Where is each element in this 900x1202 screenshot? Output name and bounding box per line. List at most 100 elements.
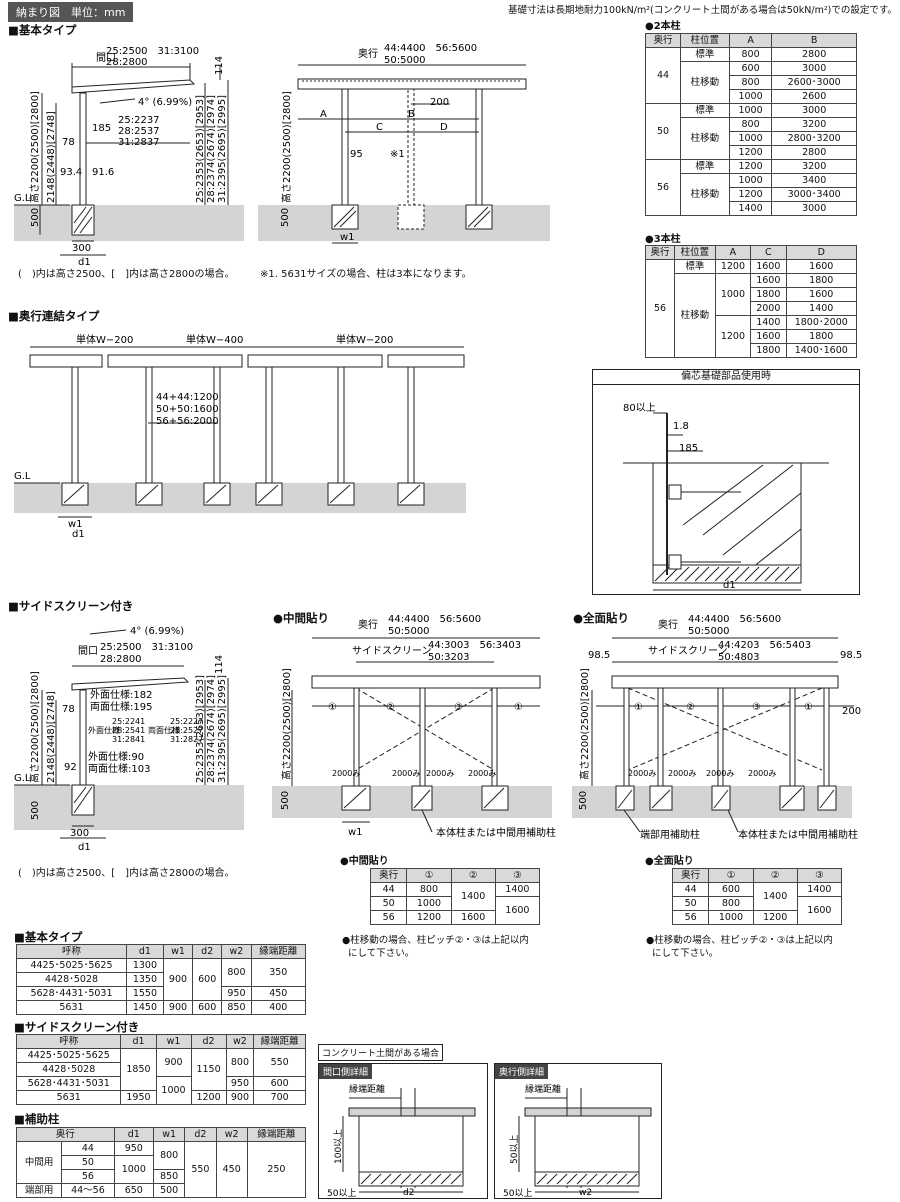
svg-text:高さ2200(2500)[2800]: 高さ2200(2500)[2800] — [280, 91, 293, 203]
svg-text:②: ② — [686, 702, 695, 713]
side-diagram: 4° (6.99%) 間口 25:2500 31:3100 28:2800 11… — [14, 626, 244, 853]
svg-text:28:2537: 28:2537 — [118, 126, 160, 137]
svg-text:①: ① — [514, 702, 523, 713]
svg-text:31:2837: 31:2837 — [118, 137, 160, 148]
svg-text:28:2800: 28:2800 — [100, 654, 142, 665]
svg-text:500: 500 — [280, 791, 291, 810]
svg-text:w2: w2 — [579, 1188, 592, 1198]
svg-text:d2: d2 — [403, 1188, 414, 1198]
svg-text:単体W−200: 単体W−200 — [76, 333, 133, 346]
svg-text:500: 500 — [30, 801, 41, 820]
svg-text:2000み: 2000み — [628, 769, 656, 778]
svg-text:28:2541: 28:2541 — [112, 726, 145, 735]
tbl-side-title: ■サイドスクリーン付き — [14, 1020, 140, 1034]
svg-text:サイドスクリーン: サイドスクリーン — [648, 645, 728, 657]
svg-text:サイドスクリーン: サイドスクリーン — [352, 645, 432, 657]
svg-text:D: D — [440, 122, 448, 133]
svg-text:2000み: 2000み — [668, 769, 696, 778]
svg-text:200: 200 — [842, 706, 861, 717]
offset-title: 偏芯基礎部品使用時 — [593, 370, 859, 385]
concrete-left-diagram: 縁端距離 100以上 50以上 d2 — [327, 1083, 476, 1199]
tbl-basic-title: ■基本タイプ — [14, 930, 83, 944]
svg-text:25:2237: 25:2237 — [118, 115, 160, 126]
front-post-left — [341, 88, 349, 206]
svg-text:高さ2200(2500)[2800]: 高さ2200(2500)[2800] — [28, 91, 41, 203]
svg-text:本体柱または中間用補助柱: 本体柱または中間用補助柱 — [436, 826, 556, 839]
concrete-left-box: 間口側詳細 縁端距離 100以上 50以上 d2 — [318, 1063, 488, 1199]
svg-text:31:2827: 31:2827 — [170, 735, 203, 744]
svg-text:①: ① — [328, 702, 337, 713]
svg-text:50:3203: 50:3203 — [428, 652, 470, 663]
svg-text:高さ2200(2500)[2800]: 高さ2200(2500)[2800] — [28, 671, 41, 783]
svg-text:③: ③ — [752, 702, 761, 713]
svg-text:奥行: 奥行 — [658, 618, 678, 631]
svg-text:50以上: 50以上 — [503, 1188, 532, 1198]
svg-text:44:4400 56:5600: 44:4400 56:5600 — [688, 614, 781, 625]
svg-text:A: A — [320, 109, 327, 120]
svg-text:2000み: 2000み — [426, 769, 454, 778]
svg-text:本体柱または中間用補助柱: 本体柱または中間用補助柱 — [738, 828, 858, 841]
svg-text:G.L: G.L — [14, 193, 31, 204]
svg-text:500: 500 — [280, 208, 291, 227]
svg-text:外面仕様: 外面仕様 — [88, 725, 120, 735]
svg-text:500: 500 — [30, 208, 41, 227]
full-table-title: ●全面貼り — [645, 856, 694, 867]
svg-text:92: 92 — [64, 762, 77, 773]
offset-box: 偏芯基礎部品使用時 80以上 1.8 185 d1 — [592, 369, 860, 595]
svg-text:28:2374(2674)[2974]: 28:2374(2674)[2974] — [206, 95, 217, 203]
side-post — [79, 92, 87, 206]
full-diagram: 奥行 44:4400 56:5600 50:5000 サイドスクリーン 44:4… — [572, 614, 862, 841]
two-post-title: ●2本柱 — [645, 21, 681, 32]
svg-text:28:2527: 28:2527 — [170, 726, 203, 735]
svg-text:91.6: 91.6 — [92, 167, 114, 178]
svg-text:185: 185 — [92, 123, 111, 134]
svg-text:2000み: 2000み — [706, 769, 734, 778]
svg-text:③: ③ — [454, 702, 463, 713]
svg-text:28:2374(2674)[2974]: 28:2374(2674)[2974] — [206, 675, 217, 783]
concrete-right-box: 奥行側詳細 縁端距離 50以上 50以上 w2 — [494, 1063, 662, 1199]
svg-text:50+50:1600: 50+50:1600 — [156, 404, 219, 415]
svg-text:44:4400 56:5600: 44:4400 56:5600 — [388, 614, 481, 625]
svg-text:d1: d1 — [72, 529, 85, 540]
svg-text:95: 95 — [350, 149, 363, 160]
front-roof — [297, 78, 527, 90]
svg-text:100以上: 100以上 — [333, 1129, 344, 1164]
svg-text:2148(2448)[2748]: 2148(2448)[2748] — [46, 111, 57, 203]
svg-text:w1: w1 — [68, 519, 83, 530]
svg-text:2148(2448)[2748]: 2148(2448)[2748] — [46, 691, 57, 783]
svg-text:25:2353(2653)[2953]: 25:2353(2653)[2953] — [195, 95, 206, 203]
svg-text:両面仕様:195: 両面仕様:195 — [90, 700, 152, 713]
svg-text:50:5000: 50:5000 — [384, 55, 426, 66]
side-note: ( )内は高さ2500、[ ]内は高さ2800の場合。 — [18, 868, 235, 879]
svg-text:2000み: 2000み — [332, 769, 360, 778]
svg-text:98.5: 98.5 — [840, 650, 862, 661]
svg-text:①: ① — [634, 702, 643, 713]
tbl-aux-title: ■補助柱 — [14, 1112, 60, 1126]
svg-text:d1: d1 — [78, 257, 91, 268]
svg-text:28:2800: 28:2800 — [106, 57, 148, 68]
svg-text:78: 78 — [62, 704, 75, 715]
svg-text:w1: w1 — [340, 232, 355, 243]
maguchi-label: 間口 — [96, 52, 116, 64]
svg-text:50以上: 50以上 — [509, 1135, 520, 1164]
svg-text:31:2841: 31:2841 — [112, 735, 145, 744]
svg-text:44+44:1200: 44+44:1200 — [156, 392, 219, 403]
concrete-right-title: 奥行側詳細 — [495, 1064, 549, 1079]
svg-text:外面仕様:182: 外面仕様:182 — [90, 688, 152, 701]
side-title: ■サイドスクリーン付き — [8, 599, 134, 613]
basic-title: ■基本タイプ — [8, 23, 77, 37]
svg-text:50:5000: 50:5000 — [688, 626, 730, 637]
svg-text:縁端距離: 縁端距離 — [349, 1083, 385, 1095]
svg-text:31:2395(2695)[2995]: 31:2395(2695)[2995] — [217, 95, 228, 203]
svg-text:間口: 間口 — [78, 645, 98, 657]
svg-text:25:2500 31:3100: 25:2500 31:3100 — [106, 46, 199, 57]
svg-text:44:3003 56:3403: 44:3003 56:3403 — [428, 640, 521, 651]
svg-text:G.L: G.L — [14, 773, 31, 784]
svg-text:78: 78 — [62, 137, 75, 148]
svg-text:外面仕様:90: 外面仕様:90 — [88, 750, 144, 763]
svg-text:31:2395(2695)[2995]: 31:2395(2695)[2995] — [217, 675, 228, 783]
svg-text:44:4203 56:5403: 44:4203 56:5403 — [718, 640, 811, 651]
svg-text:d1: d1 — [723, 580, 736, 591]
